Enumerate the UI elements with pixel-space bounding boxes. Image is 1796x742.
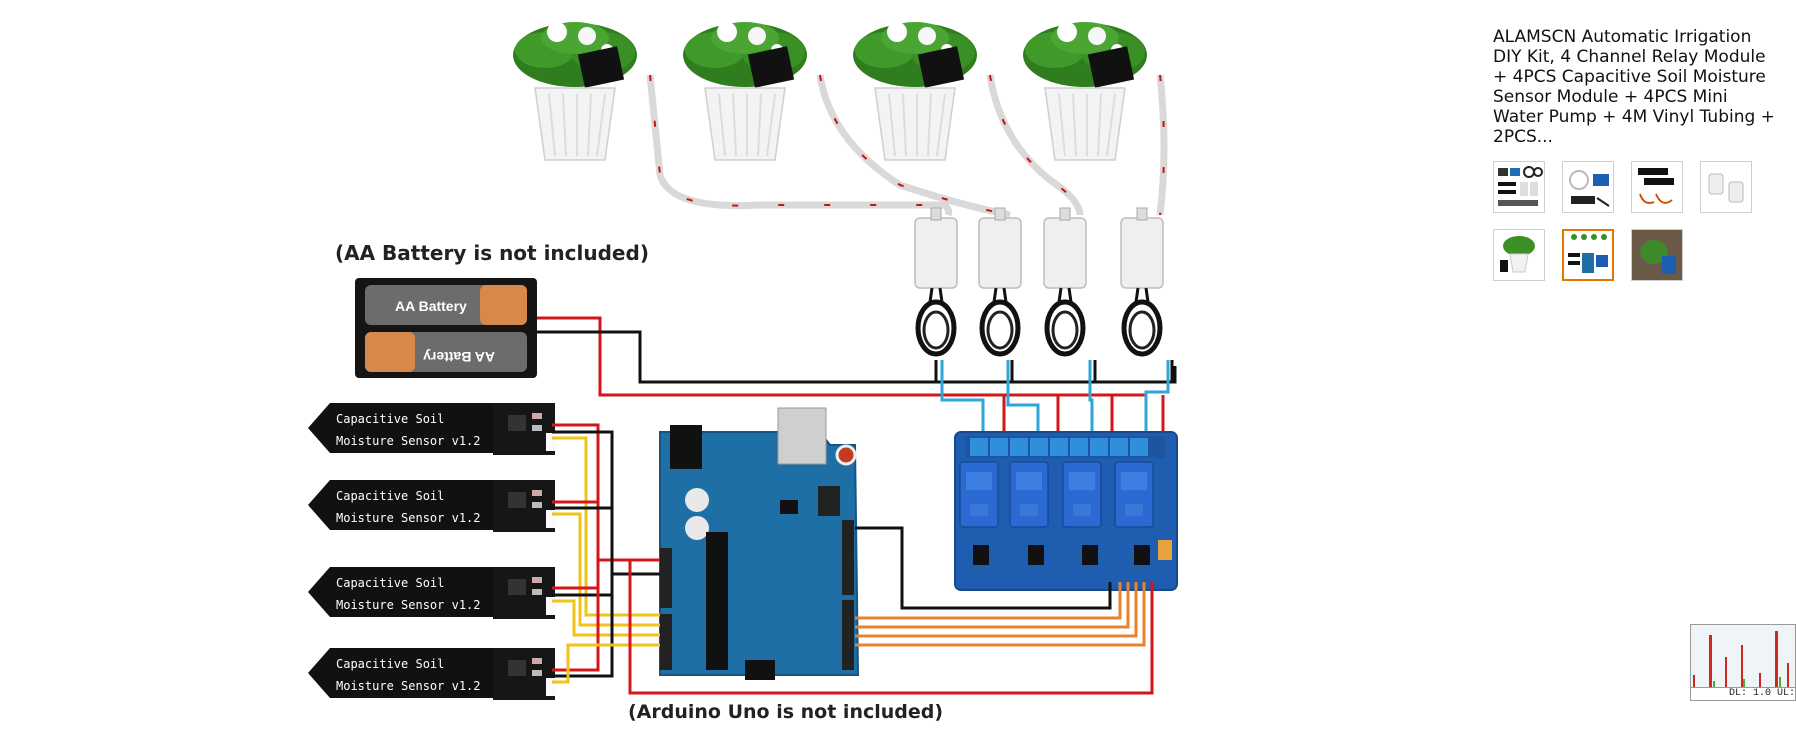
svg-text:Moisture Sensor v1.2: Moisture Sensor v1.2 — [336, 598, 481, 612]
plant-pot-2 — [682, 21, 808, 161]
relay-sensor-thumbnail — [1569, 170, 1610, 207]
relay-module-4-channel — [954, 431, 1178, 591]
wiring-diagram: (AA Battery is not included) AA Battery … — [308, 21, 1178, 723]
sensor-wires — [552, 423, 660, 684]
svg-text:Moisture Sensor v1.2: Moisture Sensor v1.2 — [336, 679, 481, 693]
arduino-caption: (Arduino Uno is not included) — [628, 701, 943, 723]
svg-text:Capacitive Soil: Capacitive Soil — [336, 412, 444, 426]
aa-battery-holder: AA Battery AA Battery — [355, 278, 537, 378]
thumbnail-5[interactable] — [1493, 229, 1545, 281]
thumbnail-6-selected[interactable] — [1562, 229, 1614, 281]
thumbnail-1[interactable] — [1493, 161, 1545, 213]
plant-pot-1 — [512, 21, 638, 161]
battery-label-top: AA Battery — [395, 298, 467, 314]
wiring-diagram-thumbnail — [1568, 234, 1608, 273]
kit-contents-thumbnail — [1498, 166, 1543, 206]
svg-text:Moisture Sensor v1.2: Moisture Sensor v1.2 — [336, 434, 481, 448]
moisture-sensor-1: Capacitive Soil Moisture Sensor v1.2 — [308, 403, 556, 455]
moisture-sensor-3: Capacitive Soil Moisture Sensor v1.2 — [308, 567, 556, 619]
plant-pot-4 — [1022, 21, 1148, 161]
potted-plant-thumbnail — [1500, 236, 1535, 273]
water-pump-4 — [1121, 208, 1163, 354]
thumbnail-2[interactable] — [1562, 161, 1614, 213]
moisture-sensor-4: Capacitive Soil Moisture Sensor v1.2 — [308, 648, 556, 700]
speed-label: DL: 1.0 UL: 6. — [1691, 687, 1795, 700]
product-title[interactable]: ALAMSCN Automatic Irrigation DIY Kit, 4 … — [1493, 27, 1775, 147]
arduino-uno-board — [659, 407, 860, 680]
thumbnail-3[interactable] — [1631, 161, 1683, 213]
moisture-sensor-2: Capacitive Soil Moisture Sensor v1.2 — [308, 480, 556, 532]
battery-label-bottom: AA Battery — [423, 349, 495, 365]
svg-text:Capacitive Soil: Capacitive Soil — [336, 576, 444, 590]
network-speed-widget: DL: 1.0 UL: 6. — [1690, 624, 1796, 701]
battery-wires — [537, 316, 1177, 397]
water-pump-3 — [1044, 208, 1086, 354]
thumbnail-4[interactable] — [1700, 161, 1752, 213]
speed-graph — [1693, 631, 1789, 689]
svg-text:Capacitive Soil: Capacitive Soil — [336, 657, 444, 671]
plant-pot-3 — [852, 21, 978, 161]
svg-text:Moisture Sensor v1.2: Moisture Sensor v1.2 — [336, 511, 481, 525]
svg-text:Capacitive Soil: Capacitive Soil — [336, 489, 444, 503]
sensor-probes-thumbnail — [1638, 168, 1674, 204]
vinyl-tubing — [646, 74, 1168, 219]
water-pump-2 — [979, 208, 1021, 354]
battery-caption: (AA Battery is not included) — [335, 241, 649, 265]
pumps-thumbnail — [1708, 173, 1744, 203]
control-wires — [628, 526, 1154, 695]
plant-closeup-thumbnail — [1632, 230, 1682, 280]
water-pump-1 — [915, 208, 957, 354]
thumbnail-7[interactable] — [1631, 229, 1683, 281]
